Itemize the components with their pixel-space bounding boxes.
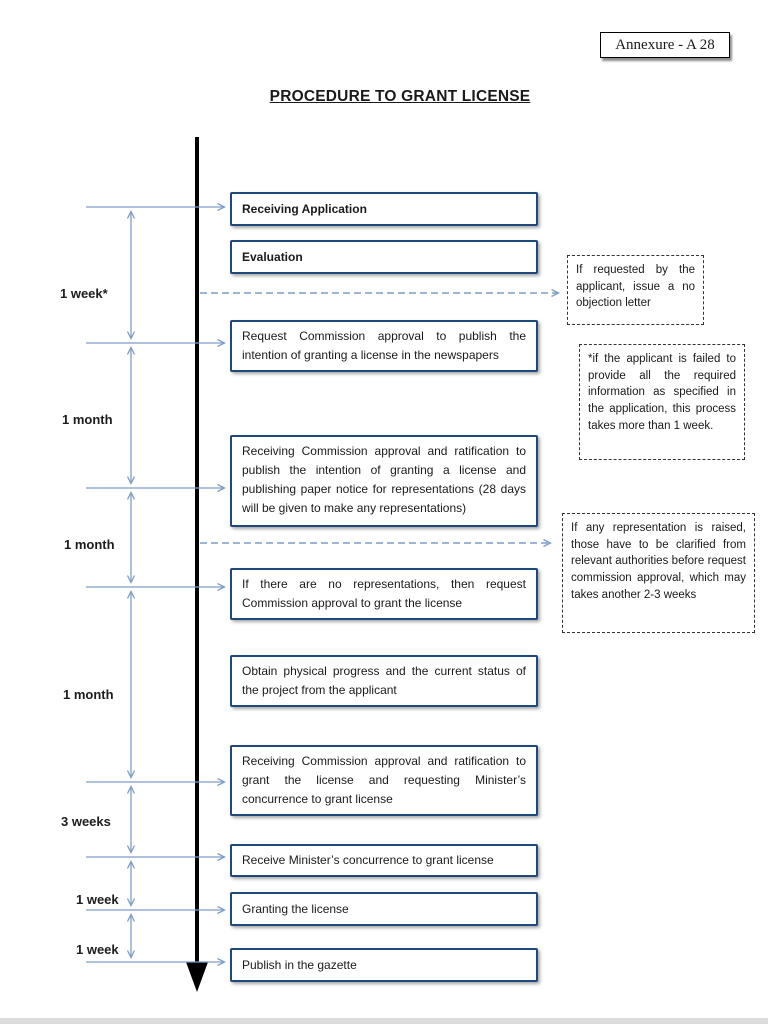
page-title: PROCEDURE TO GRANT LICENSE [269,88,531,105]
note-label: *if the applicant is failed to provide a… [588,353,736,432]
page-edge [0,1018,768,1024]
step-label: Receiving Commission approval and ratifi… [242,444,526,515]
interval-label: 3 weeks [61,814,111,829]
step-label: If there are no representations, then re… [242,577,526,610]
step-label: Receiving Application [242,201,367,216]
timeline-axis [186,137,208,992]
step-label: Evaluation [242,249,303,264]
interval-label: 1 month [64,537,115,552]
step-label: Publish in the gazette [242,957,357,972]
note-label: If any representation is raised, those h… [571,522,746,601]
step-label: Granting the license [242,901,349,916]
step-label: Receiving Commission approval and ratifi… [242,754,526,806]
note-box-one-week-footnote: *if the applicant is failed to provide a… [579,344,745,460]
step-box-granting-license: Granting the license [230,892,538,926]
interval-label: 1 week [76,892,119,907]
step-box-no-representations: If there are no representations, then re… [230,568,538,620]
step-label: Request Commission approval to publish t… [242,329,526,362]
step-box-receiving-application: Receiving Application [230,192,538,226]
step-box-receive-concurrence: Receive Minister’s concurrence to grant … [230,844,538,877]
step-box-obtain-progress: Obtain physical progress and the current… [230,655,538,707]
interval-label: 1 week* [60,286,108,301]
interval-label: 1 month [62,412,113,427]
step-box-publish-gazette: Publish in the gazette [230,948,538,982]
interval-label: 1 month [63,687,114,702]
step-arrows [86,202,226,967]
step-box-receiving-approval-publish: Receiving Commission approval and ratifi… [230,435,538,527]
step-label: Obtain physical progress and the current… [242,664,526,697]
note-box-representation-clarification: If any representation is raised, those h… [562,513,755,633]
step-box-receiving-approval-grant: Receiving Commission approval and ratifi… [230,745,538,816]
interval-label: 1 week [76,942,119,957]
annexure-label: Annexure - A 28 [615,36,715,53]
step-box-evaluation: Evaluation [230,240,538,274]
step-label: Receive Minister’s concurrence to grant … [242,853,494,867]
annexure-label-box: Annexure - A 28 [600,32,730,58]
note-label: If requested by the applicant, issue a n… [576,264,695,310]
step-box-request-commission-approval: Request Commission approval to publish t… [230,320,538,372]
note-box-no-objection-letter: If requested by the applicant, issue a n… [567,255,704,325]
